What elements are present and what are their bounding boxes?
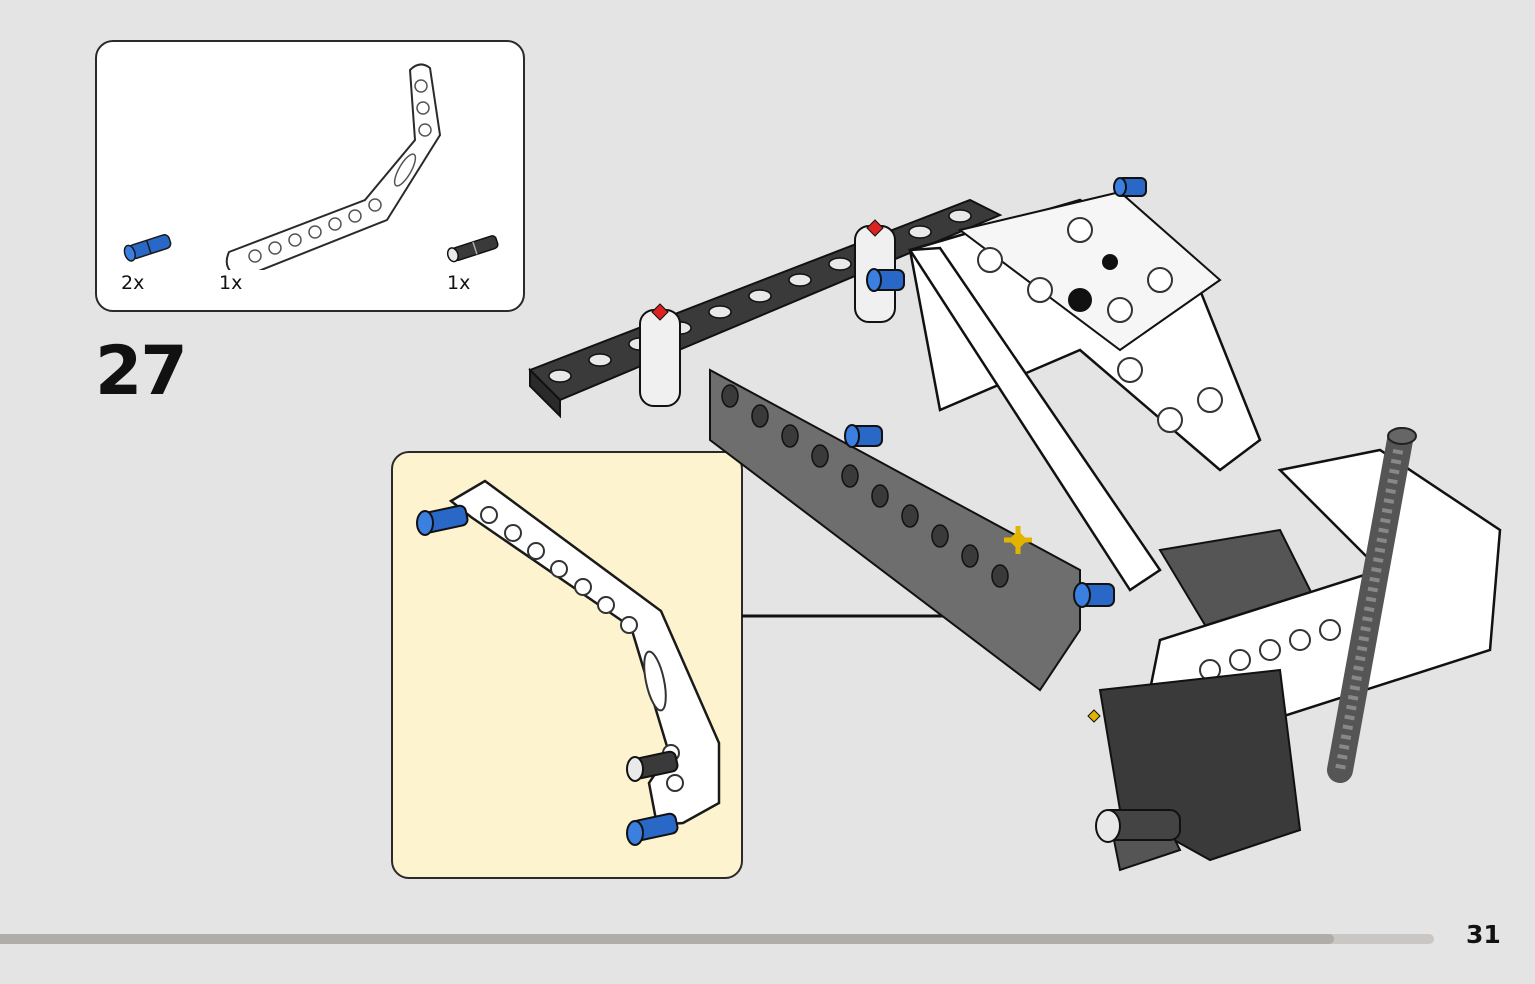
- blue-pin-icon: [626, 812, 679, 846]
- zoom-callout: [391, 451, 743, 879]
- quantity-label: 1x: [447, 272, 471, 294]
- assembly-detail-illustration: [416, 479, 721, 846]
- quantity-label: 2x: [121, 272, 145, 294]
- quantity-label: 1x: [219, 272, 243, 294]
- white-bent-beam-icon: [225, 63, 442, 270]
- black-pin-icon: [626, 750, 679, 782]
- model-assembly-illustration: [528, 177, 1502, 872]
- page-number: 31: [1466, 920, 1501, 949]
- step-number: 27: [95, 332, 188, 411]
- progress-fill: [0, 934, 1334, 944]
- blue-pin-icon: [123, 234, 172, 262]
- spring-shock: [1327, 427, 1417, 783]
- progress-bar: [0, 934, 1434, 944]
- black-pin-icon: [446, 235, 499, 263]
- parts-list-box: 2x 1x 1x: [95, 40, 525, 312]
- blue-pin-icon: [416, 504, 469, 536]
